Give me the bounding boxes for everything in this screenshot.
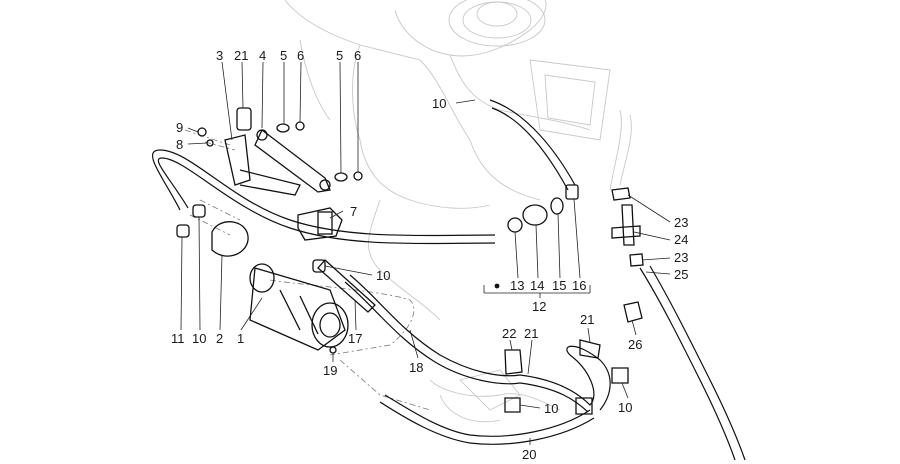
leader-lines — [180, 61, 671, 445]
assembly-lines — [184, 129, 431, 411]
hose-loop-21 — [519, 345, 611, 413]
callout-12: 12 — [532, 299, 546, 314]
callout-22: 22 — [502, 326, 516, 341]
callout-19: 19 — [323, 363, 337, 378]
callout-10: 10 — [376, 268, 390, 283]
tank-return-hose — [489, 99, 576, 191]
callout-5: 5 — [336, 48, 343, 63]
callout-6: 6 — [297, 48, 304, 63]
callout-6: 6 — [354, 48, 361, 63]
callout-3: 3 — [216, 48, 223, 63]
support-arm-part-4 — [254, 128, 331, 193]
hose-part-25 — [639, 265, 746, 461]
callout-23: 23 — [674, 215, 688, 230]
callout-21: 21 — [580, 312, 594, 327]
hose-part-20 — [379, 394, 595, 445]
callout-16: 16 — [572, 278, 586, 293]
clip-part-21 — [236, 107, 252, 131]
callout-5: 5 — [280, 48, 287, 63]
callout-24: 24 — [674, 232, 688, 247]
callout-11: 11 — [171, 331, 185, 346]
carbon-canister-part-1 — [249, 263, 349, 351]
background-tank-outline — [284, 0, 632, 423]
callout-15: 15 — [552, 278, 566, 293]
callout-18: 18 — [409, 360, 423, 375]
callout-17: 17 — [348, 331, 362, 346]
callout-7: 7 — [350, 204, 357, 219]
reference-dot — [494, 283, 500, 289]
callout-25: 25 — [674, 267, 688, 282]
callout-21: 21 — [234, 48, 248, 63]
callout-4: 4 — [259, 48, 266, 63]
callout-1: 1 — [237, 331, 244, 346]
clip-part-19 — [329, 346, 337, 354]
clips-22-21 — [504, 339, 629, 415]
hose-part-18 — [344, 274, 521, 385]
callout-10: 10 — [618, 400, 632, 415]
small-clamps-10-11 — [176, 204, 206, 238]
callout-23: 23 — [674, 250, 688, 265]
callout-13: 13 — [510, 278, 524, 293]
tee-fitting-24 — [611, 187, 644, 267]
bracket-part-17 — [317, 259, 376, 313]
canister-clamp-part-2 — [211, 221, 249, 257]
callout-10: 10 — [432, 96, 446, 111]
bracket-part-3 — [224, 134, 301, 196]
valve-parts-13-16 — [507, 184, 579, 233]
callout-21: 21 — [524, 326, 538, 341]
callout-8: 8 — [176, 137, 183, 152]
clip-part-26 — [623, 301, 643, 323]
callout-20: 20 — [522, 447, 536, 462]
callout-labels: 3 21 4 5 6 5 6 9 8 7 10 10 11 10 2 1 17 … — [171, 48, 688, 462]
callout-2: 2 — [216, 331, 223, 346]
callout-10: 10 — [192, 331, 206, 346]
callout-9: 9 — [176, 120, 183, 135]
vent-hose-upper-left — [152, 149, 496, 245]
valve-part-7 — [297, 207, 343, 241]
callout-14: 14 — [530, 278, 544, 293]
callout-10: 10 — [544, 401, 558, 416]
callout-26: 26 — [628, 337, 642, 352]
